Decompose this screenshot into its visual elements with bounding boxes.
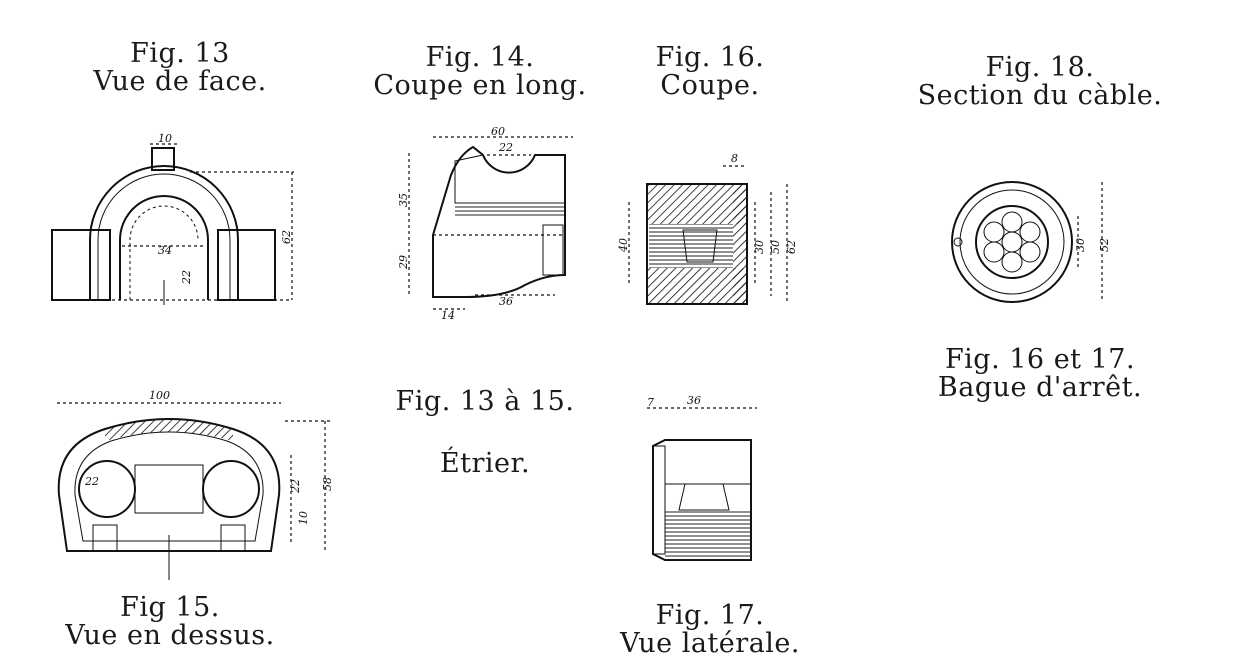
- dim-13-10: 10: [158, 132, 172, 145]
- caption-fig-16-subtitle: Coupe.: [660, 70, 760, 101]
- caption-fig-13-title: Fig. 13: [130, 38, 230, 69]
- caption-fig-14-title: Fig. 14.: [425, 42, 535, 73]
- caption-fig-17-title: Fig. 17.: [655, 600, 765, 631]
- caption-fig-16-17-title: Fig. 16 et 17.: [944, 344, 1136, 375]
- fig-18-cable-section: 30 52: [951, 181, 1111, 303]
- caption-fig-17-subtitle: Vue latérale.: [620, 628, 800, 659]
- fig-13-front-view: 10 34 22 62: [51, 132, 294, 305]
- caption-fig-16: Fig. 16. Coupe.: [630, 44, 790, 100]
- caption-fig-18-subtitle: Section du càble.: [917, 80, 1163, 111]
- caption-fig-14-subtitle: Coupe en long.: [373, 70, 587, 101]
- dim-14-36: 36: [499, 295, 513, 308]
- caption-fig-15-title: Fig 15.: [120, 592, 220, 623]
- dim-16-62: 62: [785, 240, 798, 254]
- caption-fig-17: Fig. 17. Vue latérale.: [590, 602, 830, 658]
- dim-17-36: 36: [687, 394, 701, 407]
- dim-15-22-a: 22: [84, 475, 99, 488]
- dim-13-62: 62: [280, 230, 293, 244]
- dim-16-8: 8: [731, 152, 738, 165]
- caption-fig-15-subtitle: Vue en dessus.: [65, 620, 275, 651]
- caption-fig-16-17: Fig. 16 et 17. Bague d'arrêt.: [900, 346, 1180, 402]
- dim-15-58: 58: [321, 477, 334, 491]
- dim-18-52: 52: [1098, 238, 1111, 252]
- dim-18-30: 30: [1074, 238, 1087, 252]
- dim-13-34: 34: [158, 244, 172, 257]
- caption-fig-16-title: Fig. 16.: [655, 42, 765, 73]
- dim-13-22: 22: [180, 270, 193, 285]
- dim-16-30: 30: [753, 240, 766, 254]
- fig-14-long-section: 60 35 29 22 14 36: [397, 125, 573, 322]
- fig-15-top-view: 100 22 22 10 58: [57, 389, 334, 580]
- caption-fig-13-subtitle: Vue de face.: [93, 66, 267, 97]
- dim-14-14: 14: [441, 309, 455, 322]
- caption-fig-13-15-subtitle: Étrier.: [439, 448, 531, 479]
- caption-fig-18: Fig. 18. Section du càble.: [890, 54, 1190, 110]
- caption-fig-14: Fig. 14. Coupe en long.: [350, 44, 610, 100]
- caption-fig-18-title: Fig. 18.: [985, 52, 1095, 83]
- caption-fig-13: Fig. 13 Vue de face.: [60, 40, 300, 96]
- dim-14-35: 35: [397, 193, 410, 207]
- caption-fig-15: Fig 15. Vue en dessus.: [40, 594, 300, 650]
- caption-fig-13-15-title: Fig. 13 à 15.: [395, 386, 575, 417]
- dim-15-22-b: 22: [289, 479, 302, 494]
- dim-15-100: 100: [149, 389, 170, 402]
- fig-16-section: 8 40 30 50 62: [617, 152, 798, 305]
- dim-17-7: 7: [647, 396, 654, 409]
- dim-16-40: 40: [617, 238, 630, 253]
- fig-17-side-view: 7 36: [647, 394, 757, 561]
- dim-14-29: 29: [397, 255, 410, 270]
- dim-14-22: 22: [498, 141, 513, 154]
- dim-14-60: 60: [491, 125, 505, 138]
- dim-16-50: 50: [769, 240, 782, 254]
- caption-fig-13-15: Fig. 13 à 15. Étrier.: [370, 388, 600, 478]
- caption-fig-16-17-subtitle: Bague d'arrêt.: [937, 372, 1143, 403]
- dim-15-10: 10: [297, 511, 310, 525]
